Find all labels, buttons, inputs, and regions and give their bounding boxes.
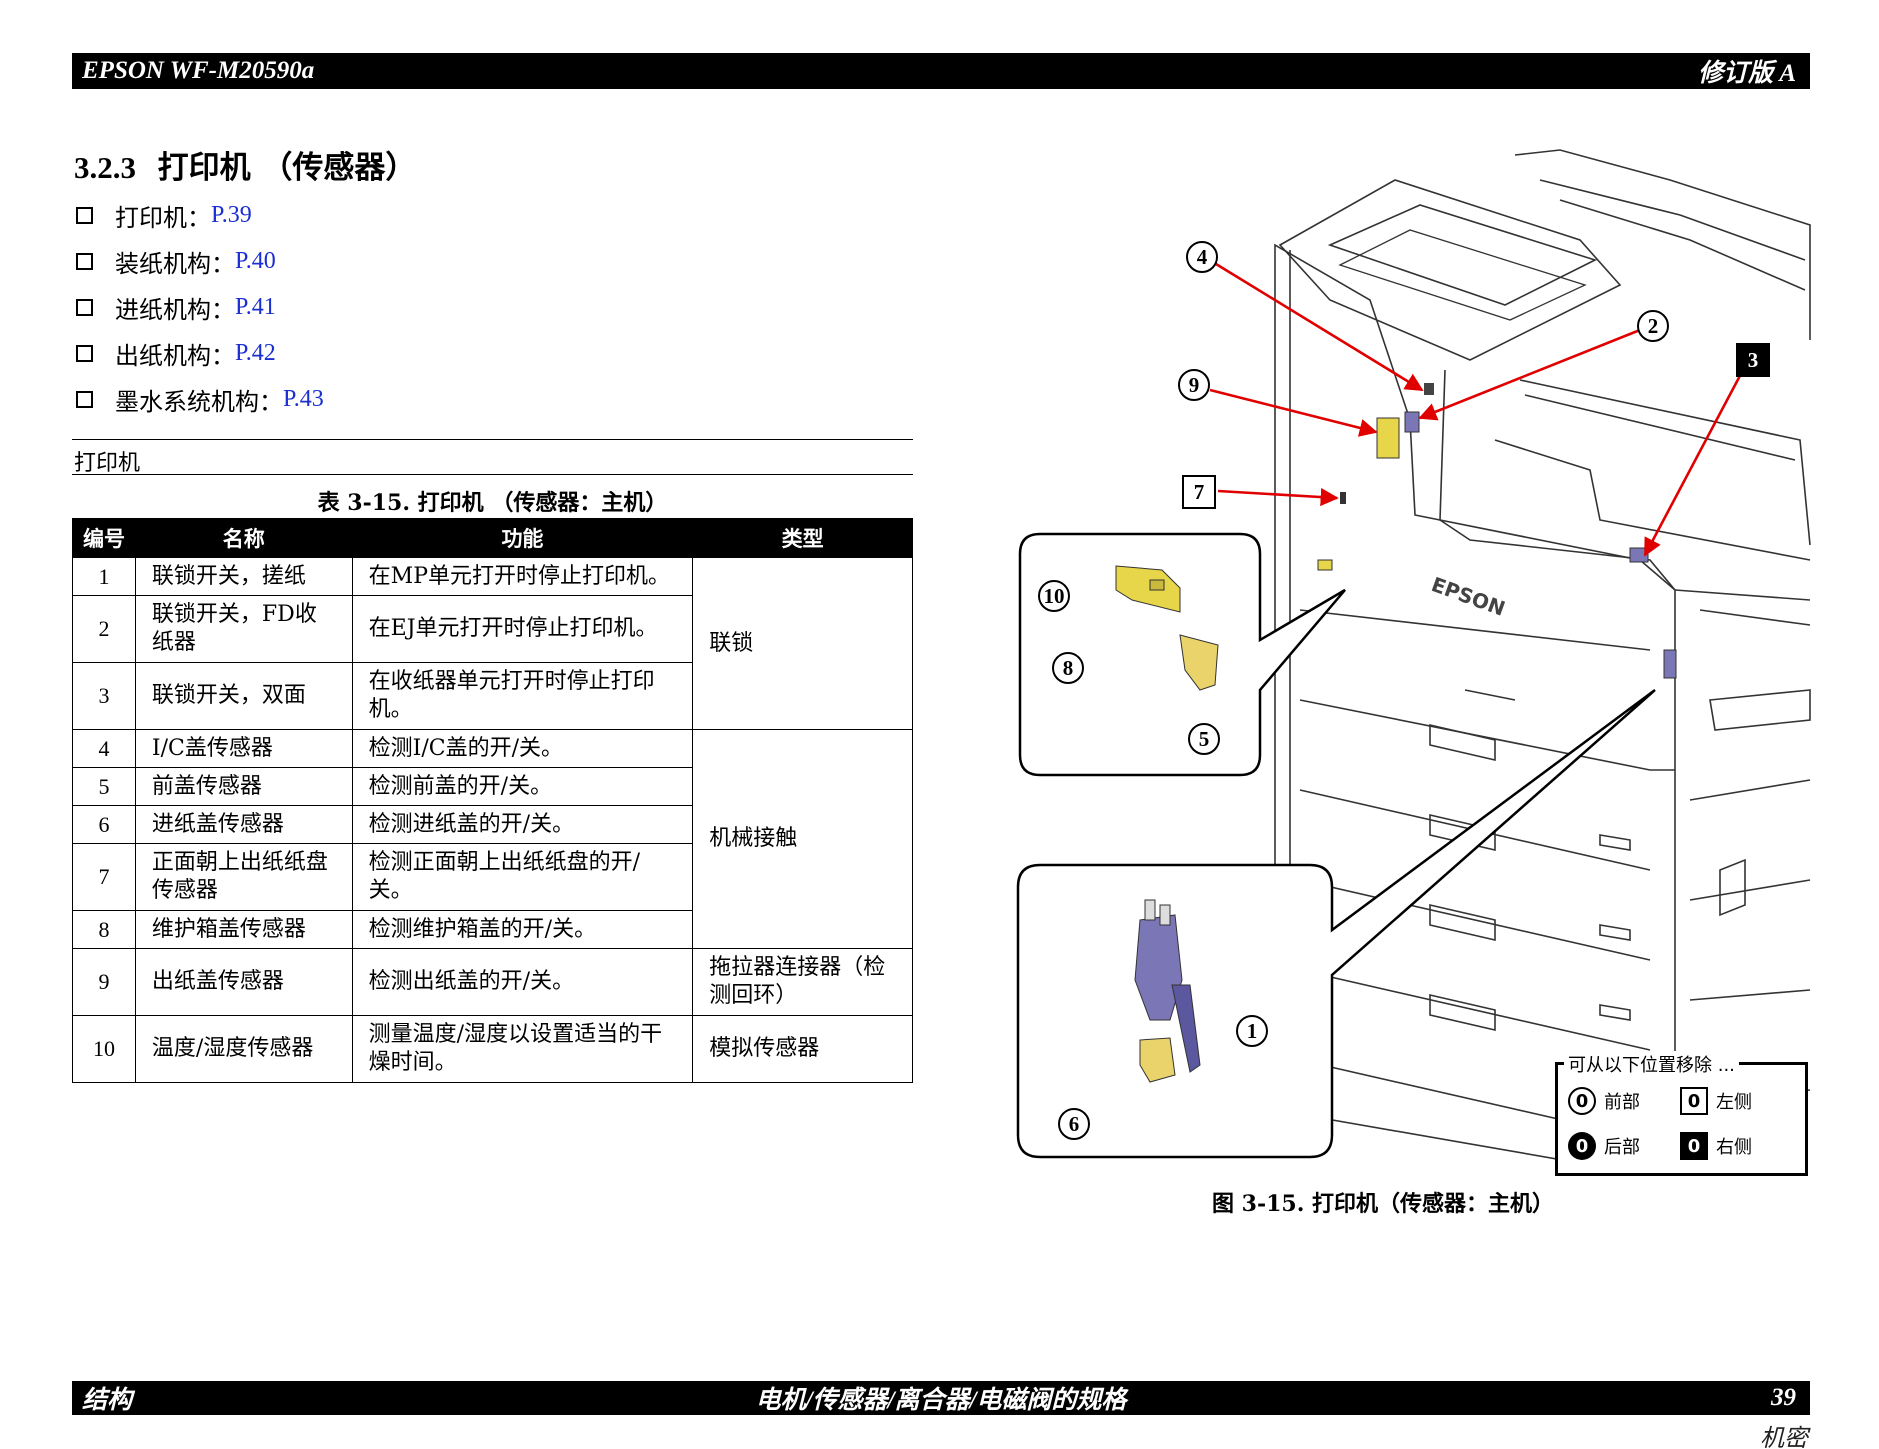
page-link-list: 打印机：P.39 装纸机构：P.40 进纸机构：P.41 出纸机构：P.42 墨… <box>76 192 324 422</box>
page-link[interactable]: P.43 <box>283 385 324 412</box>
front-marker-icon: 0 <box>1568 1087 1596 1115</box>
callout-arrows <box>1071 262 1745 1117</box>
list-item: 出纸机构：P.42 <box>76 330 324 376</box>
legend-right: 0 右侧 <box>1680 1132 1752 1160</box>
checkbox-icon <box>76 252 93 270</box>
callout-6: 6 <box>1058 1108 1090 1140</box>
table-row: 5 前盖传感器 检测前盖的开/关。 <box>72 767 913 806</box>
list-item: 墨水系统机构：P.43 <box>76 376 324 422</box>
checkbox-icon <box>76 298 93 316</box>
table-row: 10 温度/湿度传感器 测量温度/湿度以设置适当的干燥时间。 模拟传感器 <box>72 1015 913 1083</box>
table-row: 9 出纸盖传感器 检测出纸盖的开/关。 拖拉器连接器（检测回环） <box>72 948 913 1016</box>
page-link[interactable]: P.42 <box>235 339 276 366</box>
sensor-table: 编号 名称 功能 类型 1 联锁开关，搓纸 在MP单元打开时停止打印机。 联锁 … <box>72 518 913 1083</box>
right-marker-icon: 0 <box>1680 1132 1708 1160</box>
table-row: 1 联锁开关，搓纸 在MP单元打开时停止打印机。 联锁 <box>72 557 913 730</box>
type-cell: 机械接触 <box>692 729 913 949</box>
callout-5: 5 <box>1188 723 1220 755</box>
type-cell: 模拟传感器 <box>692 1015 913 1083</box>
header-bar: EPSON WF-M20590a 修订版 A <box>72 53 1810 89</box>
callout-10: 10 <box>1038 580 1070 612</box>
column-header: 编号 <box>72 518 136 558</box>
removal-legend: 可从以下位置移除 ... 0 前部 0 左侧 0 后部 0 右侧 <box>1555 1051 1808 1176</box>
column-header: 名称 <box>134 518 353 558</box>
divider <box>72 474 913 475</box>
section-number: 3.2.3 <box>74 150 136 185</box>
callout-3: 3 <box>1736 343 1770 377</box>
legend-rear: 0 后部 <box>1568 1132 1640 1160</box>
page-link[interactable]: P.40 <box>235 247 276 274</box>
table-row: 8 维护箱盖传感器 检测维护箱盖的开/关。 <box>72 910 913 949</box>
checkbox-icon <box>76 206 93 224</box>
table-header-row: 编号 名称 功能 类型 <box>72 518 913 558</box>
figure-caption: 图 3-15. 打印机（传感器：主机） <box>1212 1191 1555 1217</box>
checkbox-icon <box>76 344 93 362</box>
page-link[interactable]: P.39 <box>211 201 252 228</box>
section-title-text: 打印机 （传感器） <box>157 150 417 186</box>
callout-8: 8 <box>1052 652 1084 684</box>
list-item: 打印机：P.39 <box>76 192 324 238</box>
confidential-mark: 机密 <box>1760 1424 1808 1449</box>
brand-mark: EPSON <box>1428 572 1508 621</box>
column-header: 类型 <box>692 518 913 558</box>
header-model: EPSON WF-M20590a <box>82 57 315 84</box>
table-row: 7 正面朝上出纸纸盘传感器 检测正面朝上出纸纸盘的开/关。 <box>72 843 913 911</box>
column-header: 功能 <box>351 518 694 558</box>
table-row: 4 I/C盖传感器 检测I/C盖的开/关。 机械接触 <box>72 729 913 949</box>
callout-2: 2 <box>1637 310 1669 342</box>
list-item: 进纸机构：P.41 <box>76 284 324 330</box>
checkbox-icon <box>76 390 93 408</box>
page-number: 39 <box>1771 1384 1796 1411</box>
table-row: 2 联锁开关，FD收纸器 在EJ单元打开时停止打印机。 <box>72 595 913 663</box>
page-link[interactable]: P.41 <box>235 293 276 320</box>
footer-section: 电机/传感器/离合器/电磁阀的规格 <box>755 1387 1127 1414</box>
sensor-parts <box>1317 383 1677 679</box>
section-title: 3.2.3 打印机 （传感器） <box>74 142 416 187</box>
footer-chapter: 结构 <box>82 1387 133 1414</box>
table-row: 3 联锁开关，双面 在收纸器单元打开时停止打印机。 <box>72 662 913 730</box>
callout-4: 4 <box>1186 241 1218 273</box>
legend-title: 可从以下位置移除 ... <box>1564 1051 1739 1077</box>
type-cell: 拖拉器连接器（检测回环） <box>692 948 913 1016</box>
divider <box>72 439 913 440</box>
left-marker-icon: 0 <box>1680 1087 1708 1115</box>
type-cell: 联锁 <box>692 557 913 730</box>
callout-1: 1 <box>1236 1015 1268 1047</box>
printer-outline <box>1274 149 1811 1171</box>
sub-heading: 打印机 <box>74 451 141 476</box>
rear-marker-icon: 0 <box>1568 1132 1596 1160</box>
legend-left: 0 左侧 <box>1680 1087 1752 1115</box>
list-item: 装纸机构：P.40 <box>76 238 324 284</box>
callout-9: 9 <box>1178 369 1210 401</box>
legend-front: 0 前部 <box>1568 1087 1640 1115</box>
footer-bar: 结构 电机/传感器/离合器/电磁阀的规格 39 <box>72 1381 1810 1415</box>
callout-7: 7 <box>1182 475 1216 509</box>
header-revision: 修订版 A <box>1698 60 1796 87</box>
table-caption: 表 3-15. 打印机 （传感器：主机） <box>317 490 668 516</box>
